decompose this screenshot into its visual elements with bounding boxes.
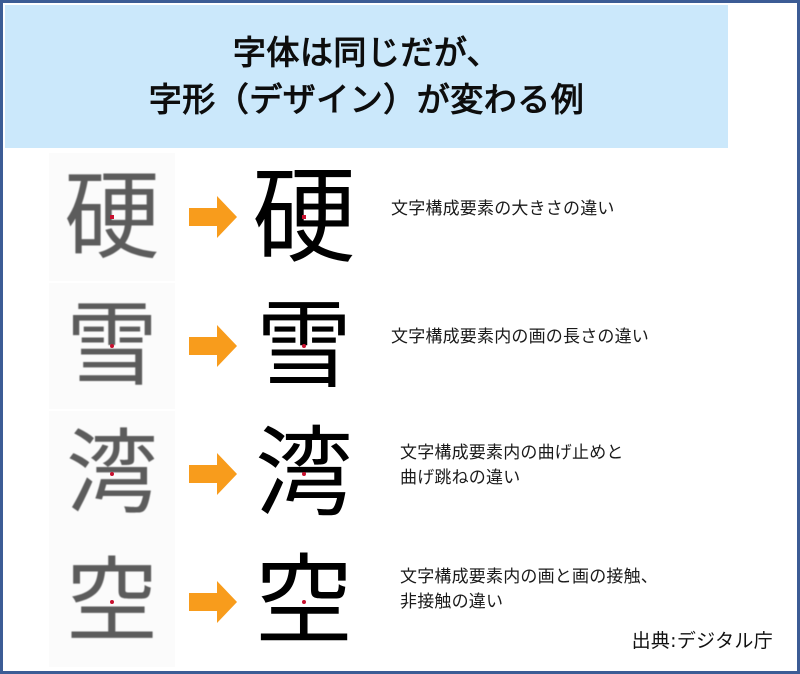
glyph-before: 硬: [64, 161, 160, 273]
glyph-cell-after: 硬: [241, 153, 367, 281]
glyph-cell-before: 雪: [49, 283, 175, 409]
glyph-cell-before: 硬: [49, 153, 175, 281]
arrow-cell: [183, 283, 243, 409]
glyph-before: 雪: [65, 292, 158, 399]
glyph-cell-after: 雪: [241, 283, 367, 409]
glyph-cell-after: 空: [241, 537, 367, 667]
arrow-cell: [183, 537, 243, 667]
right-arrow-icon: [189, 196, 237, 238]
row-caption: 文字構成要素内の画と画の接触、 非接触の違い: [400, 567, 658, 613]
right-arrow-icon: [189, 581, 237, 623]
glyph-after: 雪: [256, 290, 352, 402]
glyph-after: 湾: [254, 417, 353, 531]
glyph-cell-after: 湾: [241, 411, 367, 537]
glyph-cell-before: 空: [49, 537, 175, 667]
glyph-cell-before: 湾: [49, 411, 175, 537]
glyph-before: 湾: [65, 420, 158, 527]
row-caption: 文字構成要素内の画の長さの違い: [391, 327, 649, 347]
comparison-row: 雪 雪 文字構成要素内の画の長さの違い: [3, 283, 797, 409]
source-attribution: 出典:デジタル庁: [631, 630, 773, 652]
arrow-cell: [183, 411, 243, 537]
glyph-before: 空: [65, 548, 158, 655]
comparison-row: 硬 硬 文字構成要素の大きさの違い: [3, 153, 797, 281]
glyph-after: 空: [254, 545, 353, 659]
right-arrow-icon: [189, 453, 237, 495]
comparison-row: 空 空 文字構成要素内の画と画の接触、 非接触の違い: [3, 537, 797, 667]
comparison-row: 湾 湾 文字構成要素内の曲げ止めと 曲げ跳ねの違い: [3, 411, 797, 537]
row-caption: 文字構成要素内の曲げ止めと 曲げ跳ねの違い: [400, 443, 624, 489]
right-arrow-icon: [189, 325, 237, 367]
title-band: 字体は同じだが、 字形（デザイン）が変わる例: [5, 5, 728, 148]
row-caption: 文字構成要素の大きさの違い: [391, 199, 615, 219]
glyph-after: 硬: [251, 156, 356, 278]
arrow-cell: [183, 153, 243, 281]
comparison-rows: 硬 硬 文字構成要素の大きさの違い 雪: [3, 149, 797, 671]
page-title: 字体は同じだが、 字形（デザイン）が変わる例: [148, 32, 585, 119]
